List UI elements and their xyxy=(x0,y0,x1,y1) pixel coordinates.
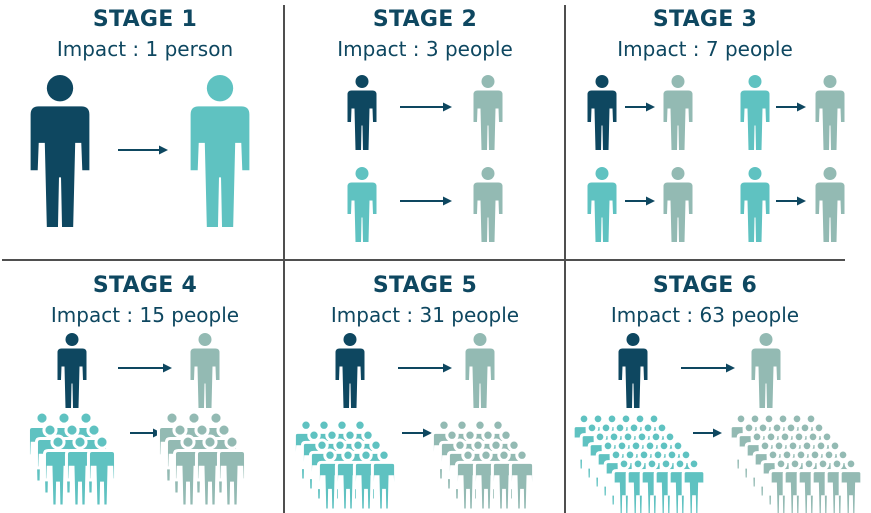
stage-title: STAGE 6 xyxy=(652,273,758,298)
person-icon xyxy=(740,75,770,150)
arrow-right-icon xyxy=(776,196,806,206)
crowd-group xyxy=(292,418,398,512)
arrow-right-icon xyxy=(625,196,655,206)
person-icon xyxy=(838,457,864,513)
person-icon xyxy=(618,333,648,408)
person-icon xyxy=(347,167,377,242)
person-icon xyxy=(663,167,693,242)
stage-title: STAGE 2 xyxy=(372,7,478,32)
arrow-right-icon xyxy=(402,428,432,438)
stage-impact: Impact : 3 people xyxy=(337,37,513,61)
stage-impact: Impact : 63 people xyxy=(610,303,800,327)
arrow-right-icon xyxy=(400,102,452,112)
crowd-group xyxy=(728,412,864,513)
stage-title: STAGE 3 xyxy=(652,7,758,32)
person-icon xyxy=(587,167,617,242)
figures-layer xyxy=(26,75,864,513)
stage-impact: Impact : 15 people xyxy=(50,303,240,327)
grid-dividers xyxy=(2,5,845,513)
person-icon xyxy=(370,448,398,512)
person-icon xyxy=(190,333,220,408)
person-icon xyxy=(473,167,503,242)
arrow-right-icon xyxy=(118,363,172,373)
stage-title: STAGE 5 xyxy=(372,273,478,298)
person-icon xyxy=(86,434,118,508)
person-icon xyxy=(508,448,536,512)
crowd-group xyxy=(430,418,536,512)
arrow-right-icon xyxy=(693,428,722,438)
person-icon xyxy=(190,75,250,227)
stage-title: STAGE 1 xyxy=(92,7,198,32)
crowd-group xyxy=(156,410,248,508)
stage-impact: Impact : 7 people xyxy=(617,37,793,61)
arrow-right-icon xyxy=(400,196,452,206)
person-icon xyxy=(815,167,845,242)
person-icon xyxy=(473,75,503,150)
person-icon xyxy=(30,75,90,227)
person-icon xyxy=(740,167,770,242)
stage-impact: Impact : 1 person xyxy=(56,37,234,61)
stage-title: STAGE 4 xyxy=(92,273,198,298)
person-icon xyxy=(216,434,248,508)
stage-impact: Impact : 31 people xyxy=(330,303,520,327)
arrow-right-icon xyxy=(398,363,452,373)
arrow-right-icon xyxy=(776,102,806,112)
arrow-right-icon xyxy=(681,363,735,373)
person-icon xyxy=(57,333,87,408)
person-icon xyxy=(172,434,204,508)
person-icon xyxy=(465,333,495,408)
person-icon xyxy=(751,333,781,408)
crowd-group xyxy=(26,410,118,508)
person-icon xyxy=(335,333,365,408)
arrow-right-icon xyxy=(118,145,168,155)
arrow-right-icon xyxy=(625,102,655,112)
person-icon xyxy=(681,457,707,513)
person-icon xyxy=(815,75,845,150)
person-icon xyxy=(587,75,617,150)
person-icon xyxy=(347,75,377,150)
person-icon xyxy=(663,75,693,150)
crowd-group xyxy=(571,412,707,513)
